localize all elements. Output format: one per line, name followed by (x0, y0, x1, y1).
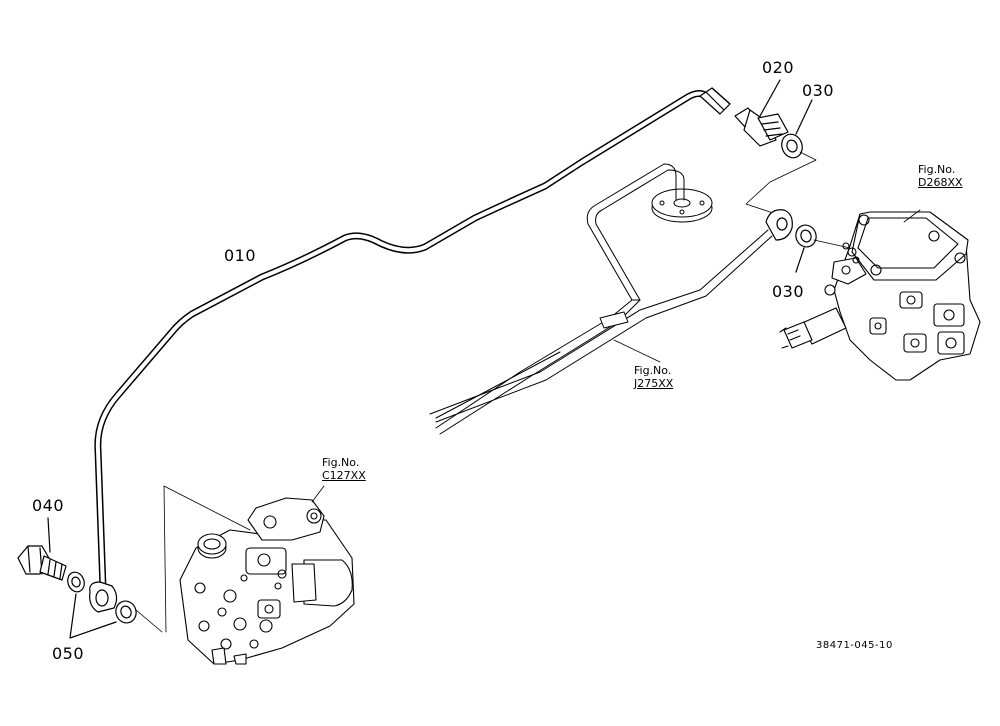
fig-ref-c127: Fig.No. C127XX (322, 456, 366, 482)
fig-ref-d268: Fig.No. D268XX (918, 163, 963, 189)
fig-ref-j275: Fig.No. J275XX (634, 364, 673, 390)
pipe-end-nut-top (700, 88, 730, 114)
document-id: 38471-045-10 (816, 640, 893, 651)
part-label-050: 050 (52, 644, 85, 663)
leader-040 (48, 518, 50, 552)
fig-ref-c127-label: Fig.No. (322, 456, 360, 469)
washer-050-right (113, 598, 139, 626)
fig-ref-j275-code: J275XX (634, 377, 674, 390)
leader-j275 (614, 340, 660, 362)
pipe-010 (98, 94, 708, 589)
banjo-bolt-040 (18, 546, 66, 580)
leader-030-top (796, 100, 812, 134)
fig-ref-j275-label: Fig.No. (634, 364, 672, 377)
leader-020 (760, 80, 780, 116)
leader-050 (70, 594, 116, 638)
fig-ref-c127-code: C127XX (322, 469, 366, 482)
right-control-valve-housing (780, 212, 980, 380)
fig-ref-d268-code: D268XX (918, 176, 963, 189)
part-label-020: 020 (762, 58, 795, 77)
washer-030-right (793, 222, 819, 250)
assembly-line-bottom (136, 610, 162, 632)
assembly-line-top (746, 152, 816, 214)
part-label-010: 010 (224, 246, 257, 265)
pipe-end-eye-bottom (90, 582, 117, 612)
washer-050-left (65, 570, 87, 594)
part-label-040: 040 (32, 496, 65, 515)
leader-d268 (904, 210, 920, 222)
part-label-030-right: 030 (772, 282, 805, 301)
union-020 (735, 108, 788, 146)
washer-030-top (778, 131, 805, 160)
assembly-line-right (814, 240, 850, 248)
leader-c127 (312, 486, 324, 502)
right-fitting (766, 210, 792, 240)
background-pipes (430, 164, 772, 434)
leader-030-right (796, 248, 804, 272)
fig-ref-d268-label: Fig.No. (918, 163, 956, 176)
part-label-030-top: 030 (802, 81, 835, 100)
bottom-control-valve-body (164, 486, 354, 664)
